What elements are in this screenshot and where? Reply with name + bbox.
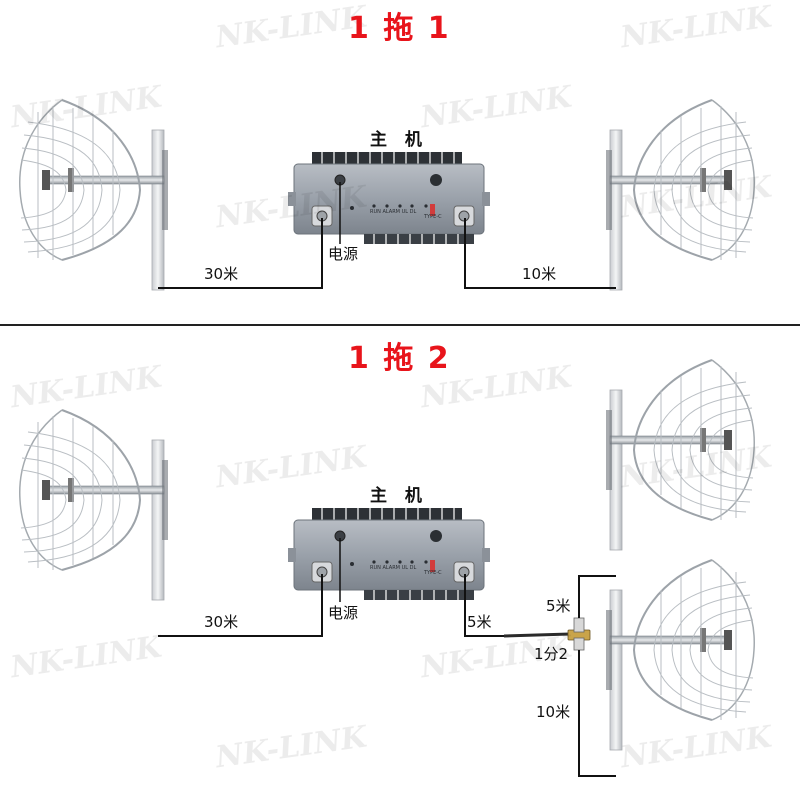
section2-splitter-cable (503, 632, 571, 638)
section2-cable-lower-label: 10米 (536, 703, 571, 721)
section2-cable-to-splitter-label: 5米 (467, 613, 492, 631)
section2-cable-left-line (158, 574, 323, 637)
section2-port-text: TYPE-C (424, 570, 442, 576)
section2-cable-left-label: 30米 (204, 613, 239, 631)
section2-power-label: 电源 (328, 604, 359, 622)
section2-host-unit (287, 507, 491, 601)
section1-title: 1 拖 1 (348, 11, 451, 46)
section2-cable-lower-line (578, 650, 616, 777)
section1-graphics (18, 99, 756, 291)
section1-port-text: TYPE-C (424, 214, 442, 220)
section2-splitter-body (567, 617, 591, 651)
section1-cable-left-line (158, 218, 323, 289)
section2-splitter-label: 1分2 (534, 645, 569, 663)
section2-antenna-left (18, 409, 169, 601)
section1-panel-text: RUN ALARM UL DL (370, 209, 417, 215)
section2-cable-upper-label: 5米 (546, 597, 571, 615)
section2-cable-to-splitter-line (464, 574, 504, 637)
section2-title: 1 拖 2 (348, 341, 451, 376)
section2-panel-text: RUN ALARM UL DL (370, 565, 417, 571)
section1-cable-right-line (464, 218, 616, 289)
section1-cable-left-label: 30米 (204, 265, 239, 283)
section2-antenna-right-lower (605, 559, 756, 751)
section1-power-label: 电源 (328, 245, 359, 263)
section1-cable-right-label: 10米 (522, 265, 557, 283)
section2-host-label: 主 机 (370, 486, 428, 506)
section1-host-label: 主 机 (370, 130, 428, 150)
section2-cable-upper-line (578, 575, 616, 618)
section2-graphics (18, 359, 756, 777)
